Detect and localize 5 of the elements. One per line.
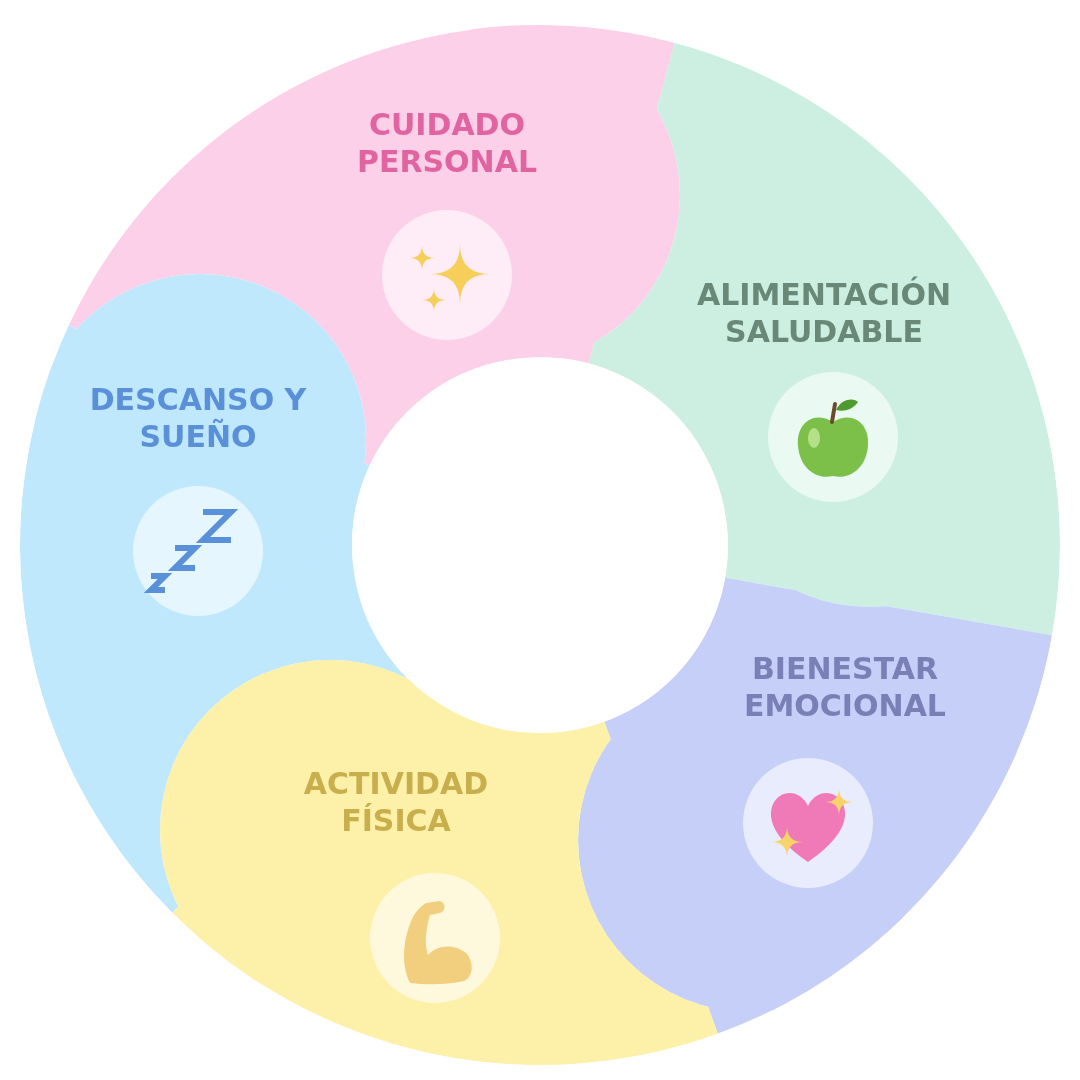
segment-title: DESCANSO Y SUEÑO xyxy=(88,381,308,455)
segment-title: ALIMENTACIÓN SALUDABLE xyxy=(695,276,953,350)
segment-title: CUIDADO PERSONAL xyxy=(355,106,539,180)
segment-title: BIENESTAR EMOCIONAL xyxy=(743,650,947,724)
segment-title: ACTIVIDAD FÍSICA xyxy=(302,765,490,839)
